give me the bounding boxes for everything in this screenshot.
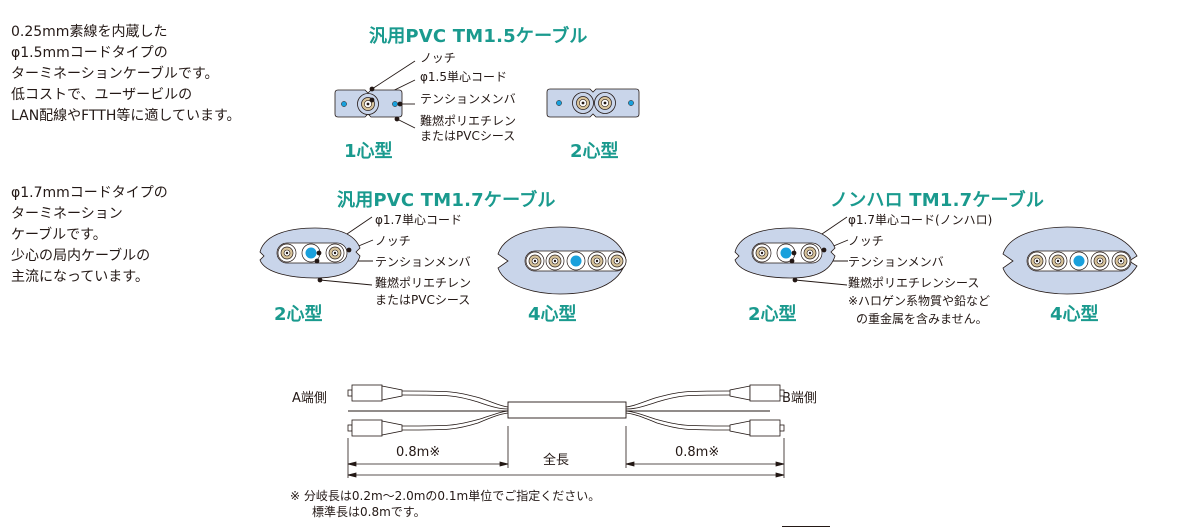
tm17-pvc-type-4core: 4心型	[528, 304, 577, 325]
desc-line: φ1.5mmコードタイプの	[11, 45, 168, 61]
cable-assembly-diagram	[347, 384, 785, 478]
branch-body	[507, 401, 627, 419]
desc-line: ケーブルです。	[11, 227, 107, 243]
tm17-description: φ1.7mmコードタイプの ターミネーション ケーブルです。 少心の局内ケーブル…	[11, 183, 168, 288]
cord-row	[1027, 251, 1131, 271]
tension-member	[570, 255, 582, 267]
tm17-pvc-2core-cross-section	[259, 216, 374, 286]
tm17-pvc-type-2core: 2心型	[274, 304, 323, 325]
tm15-type-1core: 1心型	[344, 141, 393, 162]
note-line: 標準長は0.8mです。	[312, 505, 426, 519]
tension-member	[392, 101, 398, 107]
assembly-notes: ※ 分岐長は0.2m～2.0mの0.1m単位でご指定ください。 標準長は0.8m…	[290, 488, 600, 520]
tm17-pvc-4core-cross-section	[497, 226, 627, 295]
tm17-nonhalo-2core-cross-section	[734, 216, 849, 286]
tm17-nonhalo-type-4core: 4心型	[1050, 304, 1099, 325]
tension-member	[628, 100, 634, 106]
connector-b-top	[729, 384, 785, 402]
tm15-description: 0.25mm素線を内蔵した φ1.5mmコードタイプの ターミネーションケーブル…	[11, 22, 241, 127]
callout-sheath-2: またはPVCシース	[420, 129, 516, 143]
tm17-nonhalo-type-2core: 2心型	[748, 304, 797, 325]
tm15-callouts: ノッチ φ1.5単心コード テンションメンバ 難燃ポリエチレン またはPVCシー…	[420, 51, 516, 144]
note-line: ※ 分岐長は0.2m～2.0mの0.1m単位でご指定ください。	[290, 489, 601, 503]
callout-notch: ノッチ	[375, 234, 411, 248]
end-a-label: A端側	[292, 391, 327, 406]
callout-sheath-2: またはPVCシース	[375, 293, 471, 307]
connector-a-top	[347, 384, 403, 402]
tension-member	[556, 100, 562, 106]
tm17-pvc-title: 汎用PVC TM1.7ケーブル	[337, 190, 556, 211]
tension-member	[1073, 255, 1085, 267]
desc-line: ターミネーション	[11, 206, 123, 222]
callout-sheath: 難燃ポリエチレン	[420, 114, 517, 128]
tension-member	[780, 247, 792, 259]
divider	[782, 526, 830, 527]
callout-tension-member: テンションメンバ	[420, 92, 516, 106]
callout-sheath: 難燃ポリエチレンシース	[848, 276, 980, 290]
tension-member	[341, 101, 347, 107]
total-length-label: 全長	[543, 453, 570, 468]
desc-line: 主流になっています。	[11, 269, 149, 285]
tm17-nonhalo-title: ノンハロ TM1.7ケーブル	[830, 190, 1045, 211]
desc-line: 0.25mm素線を内蔵した	[11, 24, 168, 40]
tm15-1core-cross-section	[334, 60, 416, 129]
cord-row	[525, 251, 627, 271]
desc-line: 少心の局内ケーブルの	[11, 248, 151, 264]
callout-notch: ノッチ	[848, 234, 884, 248]
callout-cord: φ1.7単心コード(ノンハロ)	[848, 213, 993, 227]
connector-b-bottom	[729, 419, 785, 437]
end-b-label: B端側	[782, 391, 817, 406]
tm15-2core-cross-section	[546, 88, 640, 118]
desc-line: φ1.7mmコードタイプの	[11, 185, 168, 201]
callout-sheath: 難燃ポリエチレン	[375, 276, 472, 290]
connector-a-bottom	[347, 419, 403, 437]
callout-notch: ノッチ	[420, 51, 456, 65]
tension-member	[305, 247, 317, 259]
desc-line: ターミネーションケーブルです。	[11, 66, 219, 82]
branch-length-left: 0.8m※	[396, 445, 441, 460]
callout-cord: φ1.5単心コード	[420, 70, 508, 84]
callout-tension-member: テンションメンバ	[848, 255, 944, 269]
tm15-title: 汎用PVC TM1.5ケーブル	[369, 26, 588, 47]
tm17-nonhalo-4core-cross-section	[1002, 226, 1138, 295]
tm15-type-2core: 2心型	[570, 141, 619, 162]
desc-line: LAN配線やFTTH等に適しています。	[11, 108, 241, 124]
callout-note-2: の重金属を含みません。	[856, 312, 988, 326]
callout-cord: φ1.7単心コード	[375, 213, 463, 227]
branch-length-right: 0.8m※	[675, 445, 720, 460]
callout-tension-member: テンションメンバ	[375, 255, 471, 269]
desc-line: 低コストで、ユーザービルの	[11, 87, 193, 103]
tm17-pvc-callouts: φ1.7単心コード ノッチ テンションメンバ 難燃ポリエチレン またはPVCシー…	[375, 213, 471, 308]
callout-note: ※ハロゲン系物質や鉛など	[848, 294, 991, 308]
tm17-nonhalo-callouts: φ1.7単心コード(ノンハロ) ノッチ テンションメンバ 難燃ポリエチレンシース…	[848, 213, 992, 327]
